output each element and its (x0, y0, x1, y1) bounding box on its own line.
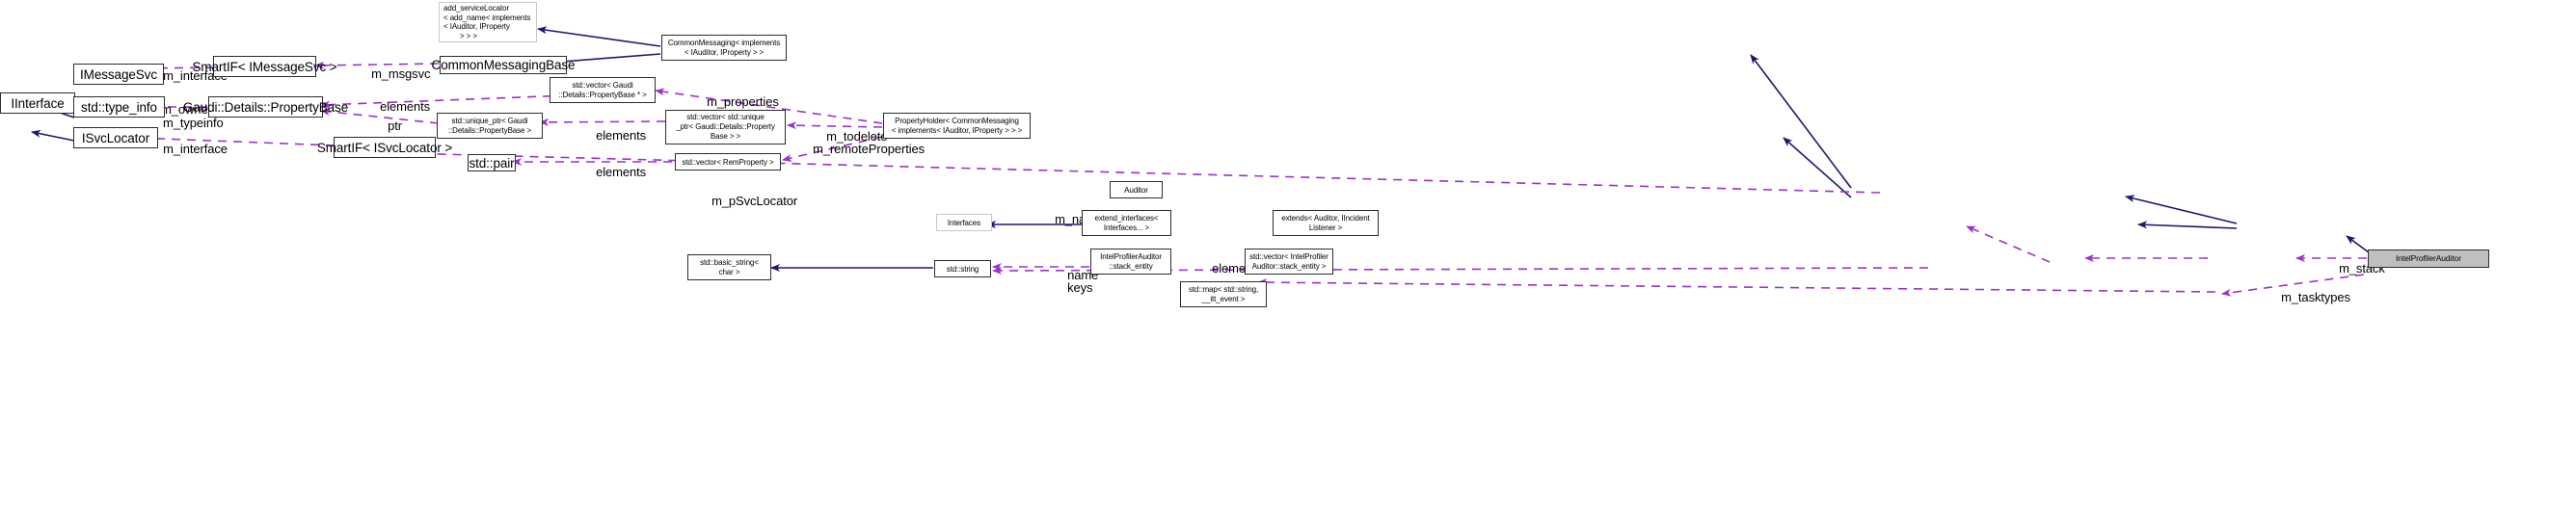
edge-label-keys: keys (1054, 268, 1092, 308)
node-label: extends< Auditor, IIncident Listener > (1281, 213, 1370, 232)
node-unique-ptr-propertybase[interactable]: std::unique_ptr< Gaudi ::Details::Proper… (437, 113, 543, 139)
node-label: CommonMessagingBase (431, 58, 576, 72)
edge-extends-stdstring-name (1966, 225, 2051, 263)
node-auditor[interactable]: Auditor (1110, 181, 1163, 198)
node-label: std::map< std::string, __itt_event > (1188, 284, 1259, 303)
node-label: SmartIF< IMessageSvc > (192, 59, 337, 74)
node-isvclocator[interactable]: ISvcLocator (73, 127, 158, 148)
node-label: std::vector< std::unique _ptr< Gaudi::De… (676, 113, 775, 141)
node-vector-unique-ptr-propertybase[interactable]: std::vector< std::unique _ptr< Gaudi::De… (665, 110, 786, 144)
node-label: Gaudi::Details::PropertyBase (182, 99, 349, 115)
node-label: IInterface (11, 95, 65, 111)
edge-label-text: m_remoteProperties (813, 142, 926, 156)
edge-label-text: m_msgsvc (371, 66, 431, 81)
node-imessagesvc[interactable]: IMessageSvc (73, 64, 164, 85)
node-label: std::vector< Gaudi ::Details::PropertyBa… (558, 80, 647, 99)
node-label: PropertyHolder< CommonMessaging < implem… (891, 116, 1023, 135)
edge-map-stdstring-keys (1257, 278, 2216, 293)
edge-label-text: ptr (388, 118, 402, 133)
edge-label-text: m_interface (163, 68, 228, 83)
edge-extends-auditor (2125, 195, 2238, 224)
node-label: Auditor (1124, 185, 1148, 195)
edge-label-elements-pair: elements (582, 152, 646, 193)
node-label: IMessageSvc (80, 66, 157, 82)
edge-label-m-msgsvc: m_msgsvc (358, 54, 430, 94)
node-add-servicelocator[interactable]: add_serviceLocator < add_name< implement… (439, 2, 537, 42)
node-label: SmartIF< ISvcLocator > (316, 140, 453, 155)
node-label: ISvcLocator (81, 130, 150, 145)
node-label: std::string (946, 264, 979, 274)
node-propertyholder[interactable]: PropertyHolder< CommonMessaging < implem… (883, 113, 1031, 139)
node-extends-auditor-iincidentlistener[interactable]: extends< Auditor, IIncident Listener > (1273, 210, 1379, 236)
edge-label-m-interface-1: m_interface (149, 56, 228, 96)
node-commonmessagingbase[interactable]: CommonMessagingBase (432, 56, 576, 74)
node-extend-interfaces[interactable]: extend_interfaces< Interfaces... > (1082, 210, 1171, 236)
edge-label-text: keys (1067, 280, 1093, 295)
node-label: std::basic_string< char > (700, 257, 759, 276)
node-label: std::pair (469, 155, 515, 171)
node-vector-propertybase-ptr[interactable]: std::vector< Gaudi ::Details::PropertyBa… (550, 77, 656, 103)
edge-label-text: m_tasktypes (2281, 290, 2350, 304)
node-label: Interfaces (947, 218, 981, 227)
node-label: std::type_info (81, 99, 157, 115)
node-map-string-itt-event[interactable]: std::map< std::string, __itt_event > (1180, 281, 1267, 307)
edge-label-m-psvclocator: m_pSvcLocator (698, 181, 797, 222)
node-label: std::vector< IntelProfiler Auditor::stac… (1249, 251, 1328, 271)
node-vector-remproperty[interactable]: std::vector< RemProperty > (675, 153, 781, 171)
edge-auditor-commonmessaging (1750, 54, 1852, 189)
node-intelprofilerauditor-stack-entity[interactable]: IntelProfilerAuditor ::stack_entity (1090, 249, 1171, 275)
node-std-pair[interactable]: std::pair (468, 154, 516, 171)
edge-label-m-tasktypes: m_tasktypes (2267, 277, 2350, 318)
node-label: std::unique_ptr< Gaudi ::Details::Proper… (447, 116, 532, 135)
edge-auditor-propertyholder (1783, 137, 1852, 198)
edge-extends-extendinterfaces (2137, 221, 2238, 229)
node-label: add_serviceLocator < add_name< implement… (443, 4, 531, 40)
node-basic-string-char[interactable]: std::basic_string< char > (687, 254, 771, 280)
node-smartif-isvclocator[interactable]: SmartIF< ISvcLocator > (317, 137, 452, 158)
node-iinterface[interactable]: IInterface (0, 92, 75, 114)
node-std-type-info[interactable]: std::type_info (73, 96, 165, 118)
edge-isvclocator-iinterface (31, 129, 75, 142)
node-smartif-imessagesvc[interactable]: SmartIF< IMessageSvc > (192, 56, 337, 77)
edge-commonmessaging-addservicelocator (537, 26, 661, 47)
node-label: IntelProfilerAuditor (2396, 253, 2461, 263)
edge-label-text: m_pSvcLocator (711, 194, 798, 208)
node-label: IntelProfilerAuditor ::stack_entity (1100, 251, 1162, 271)
edge-label-text: m_properties (707, 94, 779, 109)
node-interfaces[interactable]: Interfaces (936, 214, 992, 231)
node-vector-stack-entity[interactable]: std::vector< IntelProfiler Auditor::stac… (1245, 249, 1333, 275)
edge-label-text: elements (596, 128, 647, 143)
edge-label-text: elements (596, 165, 647, 179)
edge-label-text: m_interface (163, 142, 228, 156)
node-label: std::vector< RemProperty > (682, 157, 774, 167)
node-gaudi-details-propertybase[interactable]: Gaudi::Details::PropertyBase (183, 96, 348, 118)
node-label: extend_interfaces< Interfaces... > (1094, 213, 1159, 232)
edge-label-m-interface-2: m_interface (149, 129, 228, 170)
node-intelprofilerauditor[interactable]: IntelProfilerAuditor (2368, 249, 2489, 268)
node-commonmessaging[interactable]: CommonMessaging< implements < IAuditor, … (661, 35, 787, 61)
edge-label-elements-uniqueptr: elements (582, 116, 646, 156)
node-label: CommonMessaging< implements < IAuditor, … (667, 38, 781, 57)
node-std-string[interactable]: std::string (934, 260, 991, 277)
